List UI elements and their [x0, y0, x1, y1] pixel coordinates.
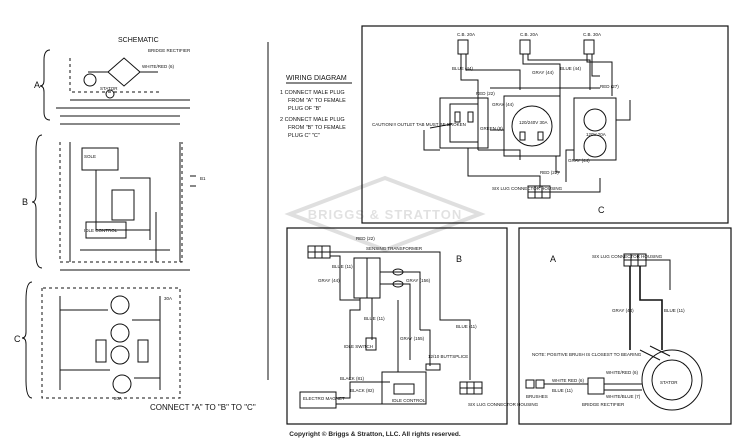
schematic-a: BRIDGE RECTIFIER WHITE/RED (6) STATOR: [56, 48, 191, 125]
panel-c-connector-label: SIX LUG CONNECTOR HOUSING: [492, 186, 563, 191]
copyright-text: Copyright © Briggs & Stratton, LLC. All …: [289, 431, 461, 438]
panel-a-letter: A: [550, 254, 556, 264]
idle-control: IDLE CONTROL: [381, 371, 427, 405]
idle-switch-label: IDLE SWITCH: [344, 344, 373, 349]
wire-a-white-red: WHITE RED (6): [552, 378, 585, 383]
caution-text: CAUTION!!! OUTLET TAB MUST BE BROKEN: [372, 122, 466, 127]
watermark-logo: BRIGGS & STRATTON: [284, 175, 486, 253]
wiring-step1-line3: PLUG OF "B": [288, 106, 321, 112]
panel-c: C C.B. 20A C.B. 20A C.B. 30A: [361, 25, 729, 224]
outlet-right-label: 120V 20A: [586, 132, 606, 137]
panel-a-note: NOTE: POSITIVE BRUSH IS CLOSEST TO BEARI…: [532, 352, 642, 357]
breaker-3: C.B. 30A: [583, 32, 601, 55]
schematic-section: SCHEMATIC A B C BRIDGE RECTIFIER WHITE/R…: [14, 37, 206, 401]
stator: STATOR: [639, 345, 703, 411]
sensing-transformer: SENSING TRANSFORMER: [353, 246, 423, 299]
wire-b-black82: BLACK (82): [350, 388, 375, 393]
panel-b-letter: B: [456, 254, 462, 264]
panel-b-bottom-connector: SIX LUG CONNECTOR HOUSING: [459, 381, 539, 407]
schematic-letter-b: B: [22, 197, 28, 207]
outlet-middle-label: 120/240V 30A: [519, 120, 548, 125]
schematic-c-label-30a: 30A: [164, 296, 172, 301]
wire-c-gray44-c: GRAY (44): [568, 158, 590, 163]
wiring-step2-line3: PLUG C" "C": [288, 133, 320, 139]
schematic-a-label-rectifier: BRIDGE RECTIFIER: [148, 48, 191, 53]
wire-c-gray44-a: GRAY (44): [532, 70, 554, 75]
breaker-1: C.B. 20A: [457, 32, 475, 55]
breaker-3-label: C.B. 30A: [583, 32, 601, 37]
bridge-rectifier: BRIDGE RECTIFIER: [582, 377, 625, 407]
wire-c-green8: GREEN (8): [480, 126, 503, 131]
wire-a-gray44: GRAY (44): [612, 308, 634, 313]
schematic-c: 20A 30A: [41, 287, 181, 401]
wire-b-blue11-c: BLUE (11): [364, 316, 385, 321]
wire-b-gray155: GRAY (155): [400, 336, 425, 341]
schematic-a-label-stator: STATOR: [100, 86, 118, 91]
wire-c-gray44-b: GRAY (44): [492, 102, 514, 107]
electro-magnet: ELECTRO MAGNET: [299, 391, 345, 409]
bottom-connect-note: CONNECT "A" TO "B" TO "C": [150, 403, 256, 412]
wiring-step1-line2: FROM "A" TO FEMALE: [288, 98, 346, 104]
wire-a-white-red-6: WHITE/RED (6): [606, 370, 639, 375]
schematic-a-label-white-red: WHITE/RED (6): [142, 64, 175, 69]
panel-b: B SENSING TRANSFORMER IDLE SWITCH: [286, 227, 539, 425]
idle-switch: IDLE SWITCH: [344, 337, 377, 351]
brushes-label: BRUSHES: [526, 394, 548, 399]
breaker-2: C.B. 20A: [519, 32, 538, 55]
schematic-letter-c: C: [14, 334, 21, 344]
breaker-2-label: C.B. 20A: [520, 32, 538, 37]
wiring-title: WIRING DIAGRAM: [286, 75, 347, 82]
wiring-step2-line1: 2 CONNECT MALE PLUG: [280, 117, 345, 123]
wiring-step1-line1: 1 CONNECT MALE PLUG: [280, 90, 345, 96]
butt-splice-label: 12/10 BUTTSPLICE: [428, 354, 468, 359]
sensing-label: SENSING TRANSFORMER: [366, 246, 423, 251]
panel-a: A SIX LUG CONNECTOR HOUSING STATOR NOTE:…: [518, 227, 732, 425]
breaker-1-label: C.B. 20A: [457, 32, 475, 37]
panel-a-connector-label: SIX LUG CONNECTOR HOUSING: [592, 254, 663, 259]
wiring-step2-line2: FROM "B" TO FEMALE: [288, 125, 346, 131]
stator-label: STATOR: [660, 380, 678, 385]
schematic-b: SOLE IDLE CONTROL B1: [59, 142, 206, 271]
outlet-right: 120V 20A: [573, 97, 617, 161]
schematic-letter-a: A: [34, 80, 40, 90]
schematic-b-label-sole: SOLE: [84, 154, 96, 159]
butt-splice: 12/10 BUTTSPLICE: [425, 354, 468, 371]
wire-a-blue11-b: BLUE (11): [552, 388, 573, 393]
wire-b-gray44: GRAY (44): [318, 278, 340, 283]
schematic-c-label-20a: 20A: [114, 396, 122, 401]
wire-c-red22-b: RED (22): [540, 170, 559, 175]
schematic-b-label-idle: IDLE CONTROL: [84, 228, 118, 233]
bridge-label: BRIDGE RECTIFIER: [582, 402, 625, 407]
electro-magnet-label: ELECTRO MAGNET: [303, 396, 345, 401]
wire-c-red22: RED (22): [476, 91, 495, 96]
svg-text:BRIGGS & STRATTON: BRIGGS & STRATTON: [308, 207, 462, 222]
schematic-b-label-b1: B1: [200, 176, 206, 181]
wire-c-blue44-b: BLUE (44): [560, 66, 582, 71]
wire-b-blue11-b: BLUE (11): [456, 324, 477, 329]
outlet-left: [439, 97, 489, 149]
wire-b-gray156: GRAY (156): [406, 278, 431, 283]
wire-c-red27: RED (27): [600, 84, 619, 89]
outlet-middle: 120/240V 30A: [503, 95, 561, 157]
panel-b-connector-label: SIX LUG CONNECTOR HOUSING: [468, 402, 539, 407]
wire-c-blue44: BLUE (44): [452, 66, 474, 71]
wire-a-white-blue: WHITE/BLUE (7): [606, 394, 641, 399]
panel-c-letter: C: [598, 205, 605, 215]
schematic-title: SCHEMATIC: [118, 37, 159, 44]
wiring-notes: WIRING DIAGRAM 1 CONNECT MALE PLUG FROM …: [280, 75, 352, 139]
wire-b-red22: RED (22): [356, 236, 375, 241]
idle-control-label: IDLE CONTROL: [392, 398, 426, 403]
panel-b-top-connector: [307, 245, 331, 259]
brushes: BRUSHES: [525, 379, 548, 399]
wire-a-blue11-a: BLUE (11): [664, 308, 685, 313]
wire-b-black81: BLACK (81): [340, 376, 365, 381]
wire-b-blue11-a: BLUE (11): [332, 264, 353, 269]
